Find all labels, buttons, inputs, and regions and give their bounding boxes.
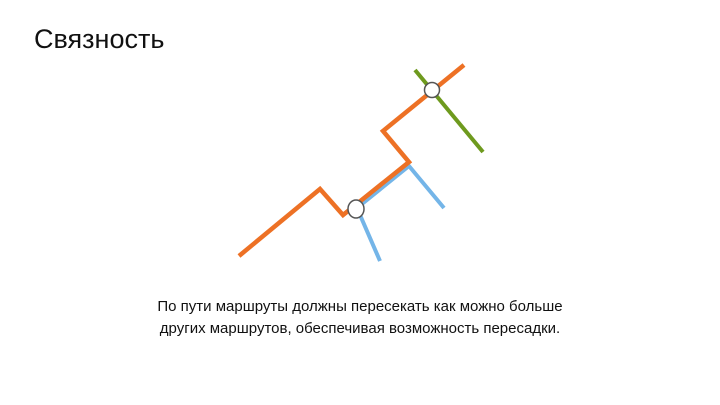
green-route-line — [413, 68, 485, 154]
transfer-station-lower — [347, 199, 365, 219]
transfer-station-upper — [423, 81, 441, 99]
caption-line-1: По пути маршруты должны пересекать как м… — [157, 298, 563, 315]
slide-caption: По пути маршруты должны пересекать как м… — [0, 296, 720, 340]
orange-route-line — [237, 63, 466, 258]
caption-line-2: других маршрутов, обеспечивая возможност… — [159, 320, 561, 337]
slide-title: Связность — [34, 24, 165, 54]
blue-route-line — [354, 163, 446, 262]
